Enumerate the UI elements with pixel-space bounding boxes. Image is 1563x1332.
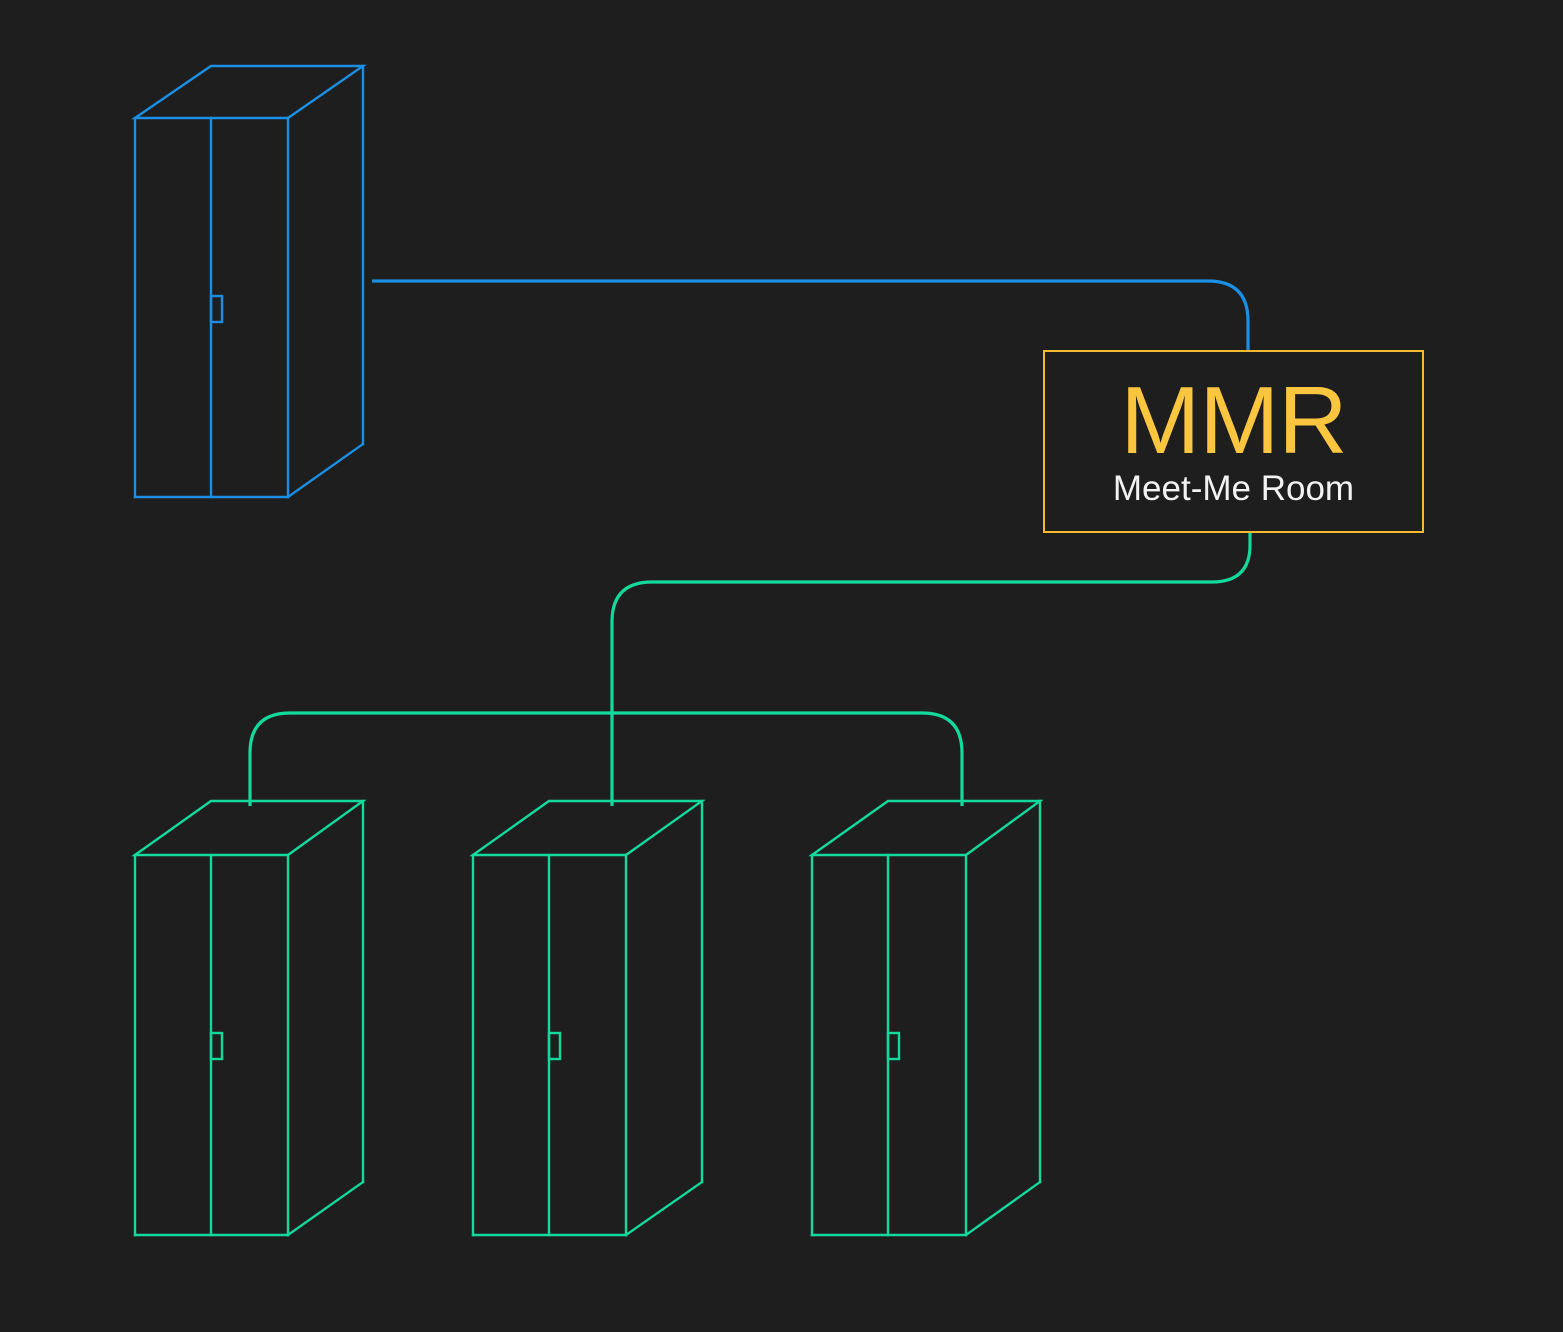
rack-tenant-rack-3[interactable] <box>808 799 1044 1237</box>
rack-door-handle-icon <box>209 1031 224 1061</box>
rack-door-handle-icon <box>547 1031 562 1061</box>
rack-door-handle-icon <box>209 294 224 324</box>
rack-top-face <box>131 64 367 120</box>
rack-door-handle-icon <box>886 1031 901 1061</box>
connection-carrier-to-mmr[interactable] <box>372 279 1250 352</box>
rack-top-face <box>808 799 1044 857</box>
mmr-subtitle: Meet-Me Room <box>1112 468 1355 508</box>
rack-side-bottom-edge <box>624 1180 704 1237</box>
rack-side-bottom-edge <box>286 442 365 499</box>
mmr-box[interactable]: MMR Meet-Me Room <box>1043 350 1424 533</box>
connection-mmr-to-tenant-bus[interactable] <box>610 531 1252 806</box>
mmr-title: MMR <box>1120 366 1347 474</box>
rack-tenant-rack-1[interactable] <box>131 799 367 1237</box>
rack-carrier-rack[interactable] <box>131 64 367 499</box>
rack-tenant-rack-2[interactable] <box>469 799 706 1237</box>
connection-tenant-bus-left-branch[interactable] <box>248 711 612 806</box>
rack-top-face <box>469 799 706 857</box>
rack-side-bottom-edge <box>964 1180 1042 1237</box>
rack-side-bottom-edge <box>286 1180 365 1237</box>
rack-top-face <box>131 799 367 857</box>
connection-tenant-bus-right-branch[interactable] <box>612 711 964 806</box>
